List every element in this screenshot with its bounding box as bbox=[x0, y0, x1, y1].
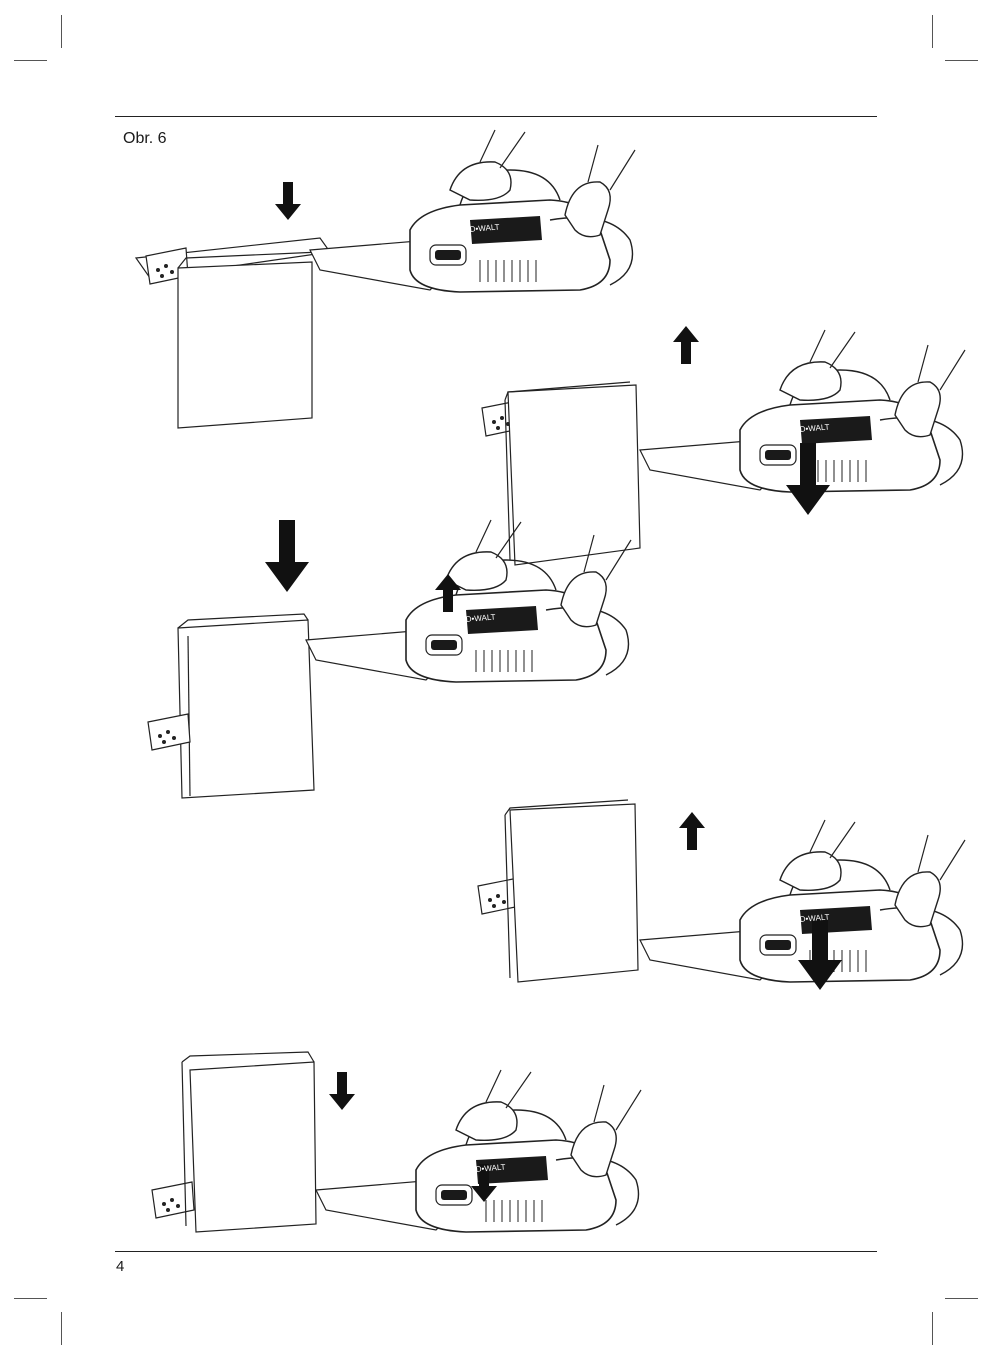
crop-mark-top-left-v bbox=[61, 15, 62, 48]
brand-mark-2: D•WALT bbox=[799, 422, 830, 434]
brand-mark-3: D•WALT bbox=[465, 612, 496, 624]
crop-mark-bottom-right-h bbox=[945, 1298, 978, 1299]
brand-mark-5: D•WALT bbox=[475, 1162, 506, 1174]
footer-rule bbox=[115, 1251, 877, 1252]
crop-mark-bottom-left-h bbox=[14, 1298, 47, 1299]
scene-top-cut bbox=[134, 129, 636, 429]
brand-mark-4: D•WALT bbox=[799, 912, 830, 924]
crop-mark-top-right-v bbox=[932, 15, 933, 48]
crop-mark-top-left-h bbox=[14, 60, 47, 61]
crop-mark-bottom-left-v bbox=[61, 1312, 62, 1345]
scene-left-cut-2 bbox=[147, 519, 632, 799]
crop-mark-bottom-right-v bbox=[932, 1312, 933, 1345]
page-number: 4 bbox=[116, 1258, 125, 1275]
scene-right-cut-2 bbox=[477, 799, 966, 990]
scene-bottom-cut bbox=[151, 1051, 642, 1233]
scene-right-cut-1 bbox=[481, 326, 966, 566]
crop-mark-top-right-h bbox=[945, 60, 978, 61]
header-rule bbox=[115, 116, 877, 117]
brand-mark-1: D•WALT bbox=[469, 222, 500, 234]
figure-label: Obr. 6 bbox=[123, 130, 167, 147]
